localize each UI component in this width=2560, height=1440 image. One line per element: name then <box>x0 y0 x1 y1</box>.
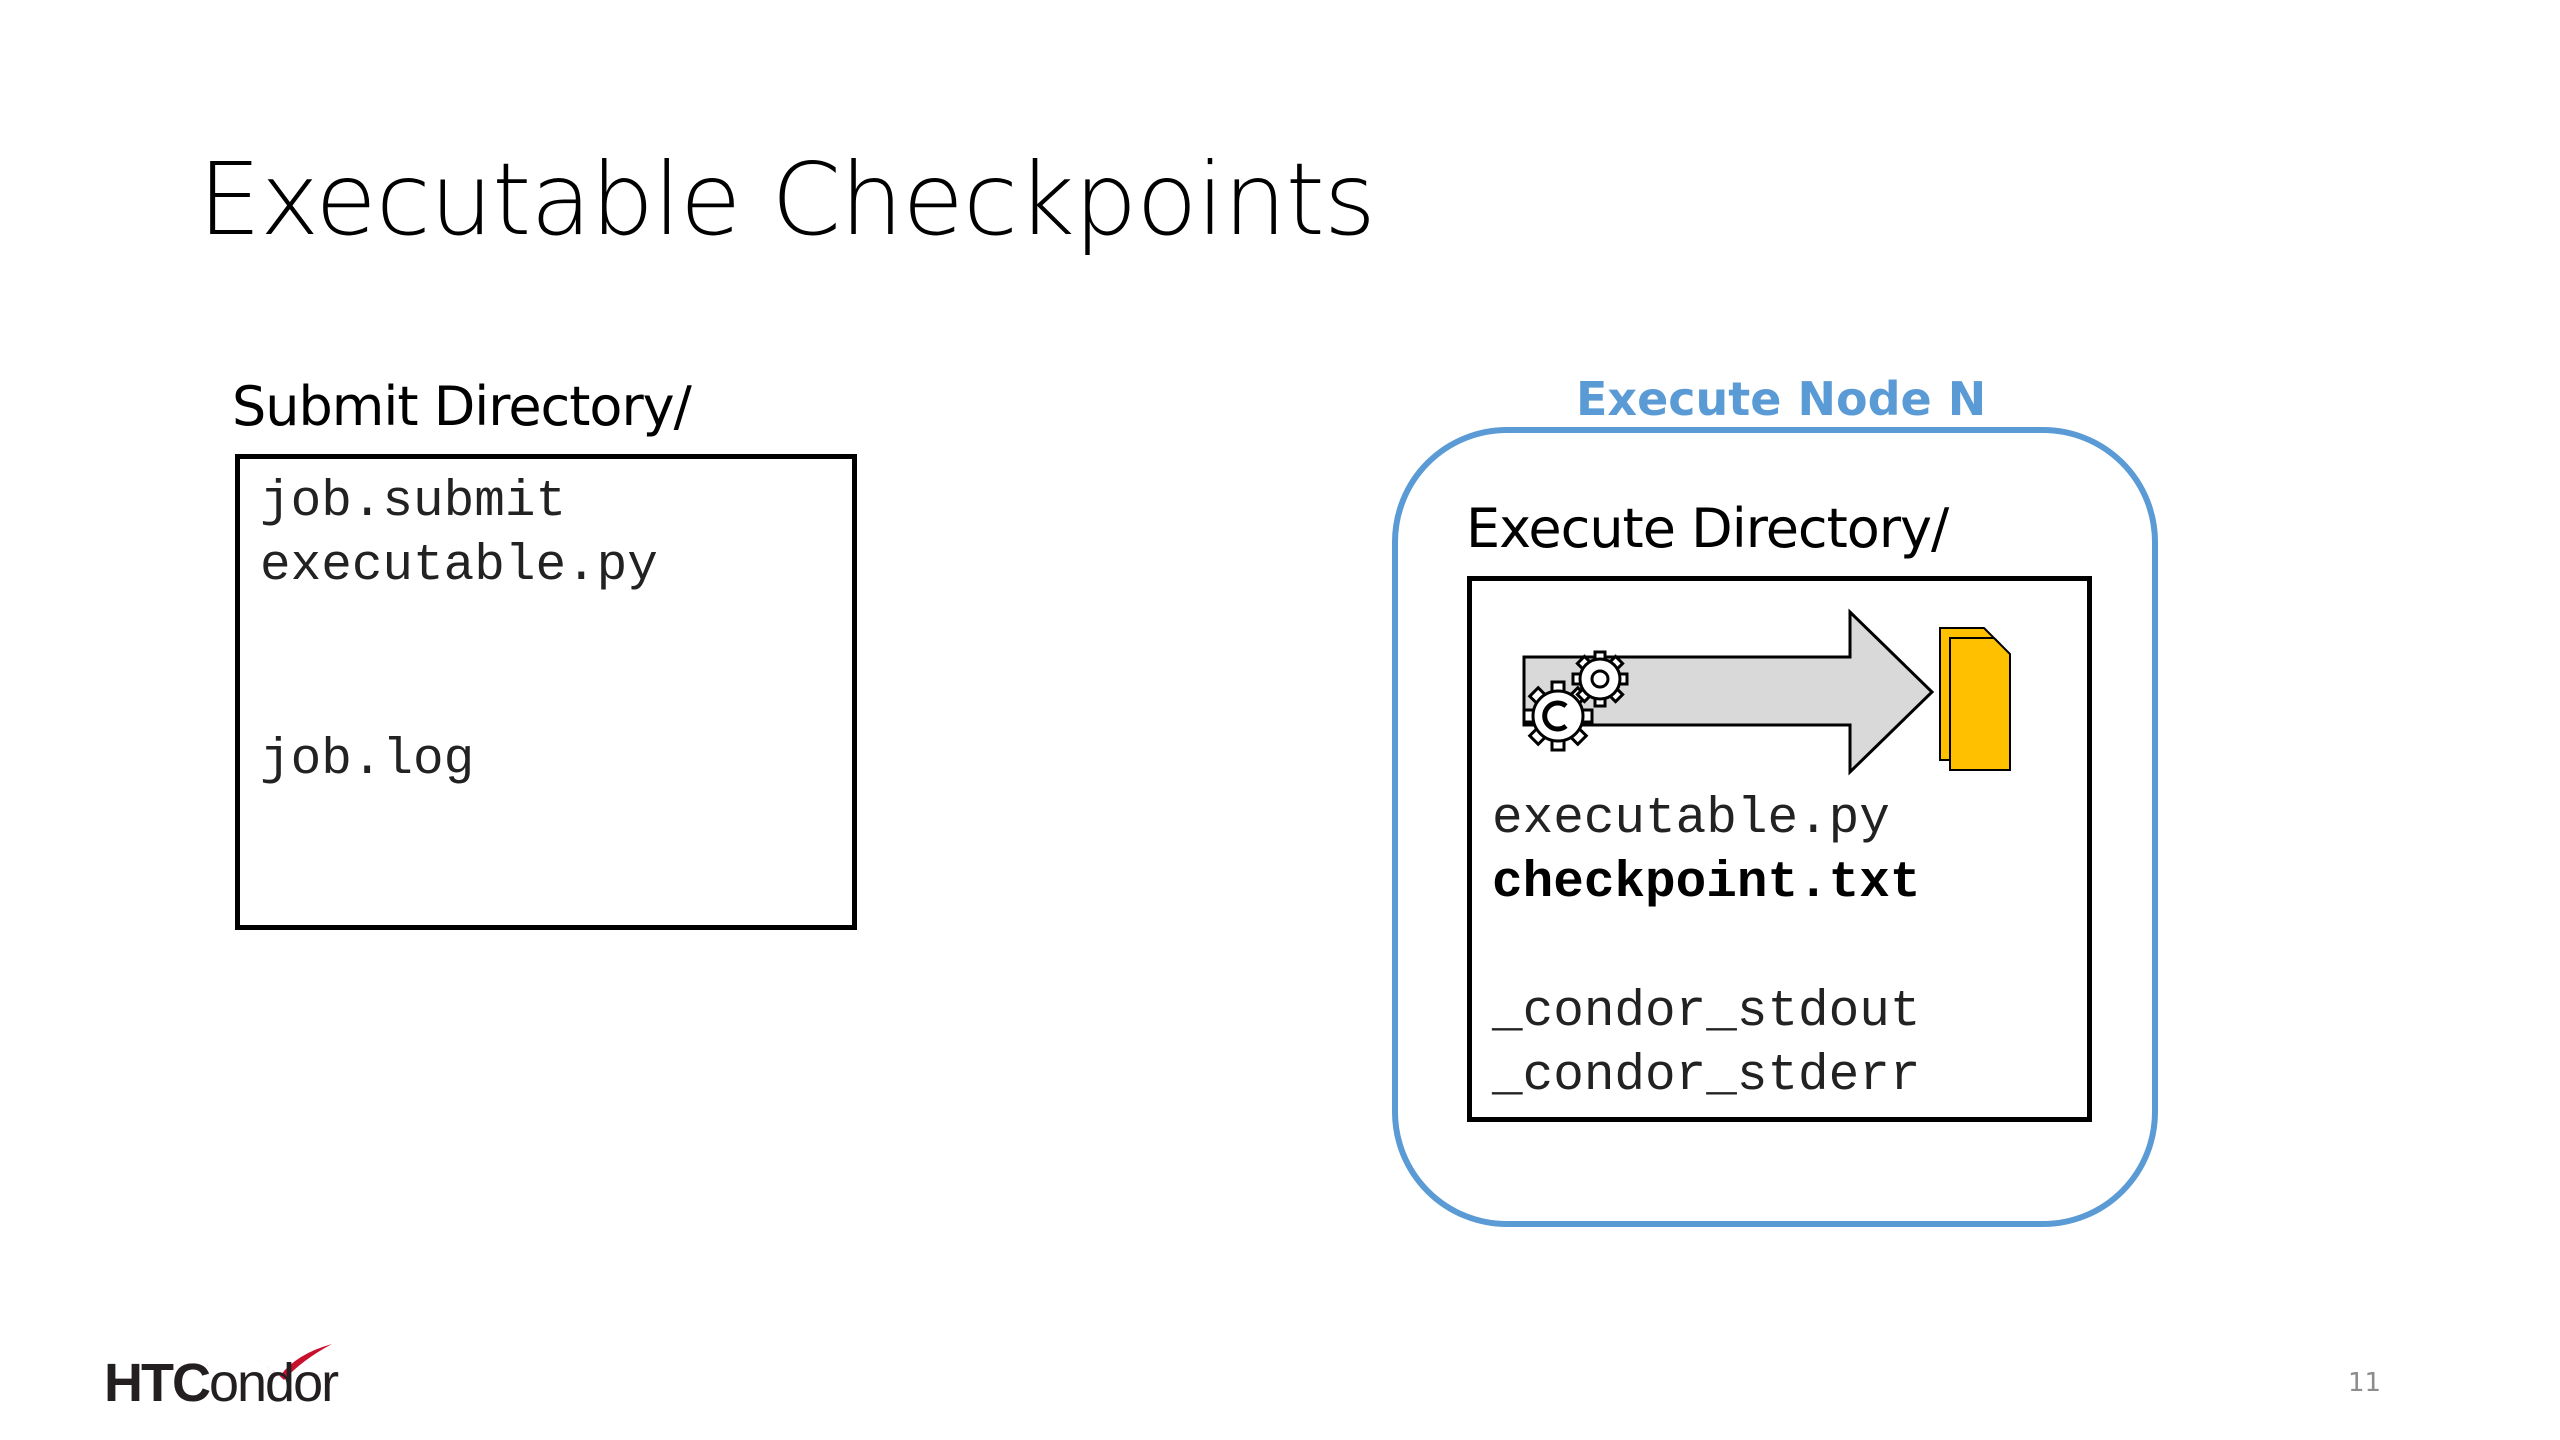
documents-icon <box>1939 627 2011 771</box>
logo-wordmark: HTCondor <box>104 1353 339 1413</box>
execute-node-title: Execute Node N <box>1576 372 1987 426</box>
gears-icon <box>1522 650 1629 752</box>
submit-file-executable: executable.py <box>260 538 658 595</box>
page-number: 11 <box>2348 1368 2382 1398</box>
logo-text-ht: HT <box>104 1353 174 1413</box>
execute-file-executable: executable.py <box>1492 791 1890 848</box>
process-flow-graphic <box>1522 608 2011 776</box>
submit-directory-box: job.submit executable.py job.log <box>235 454 857 930</box>
submit-directory-label: Submit Directory/ <box>232 375 692 438</box>
submit-file-job-log: job.log <box>260 732 475 789</box>
execute-directory-label: Execute Directory/ <box>1466 497 1949 560</box>
submit-file-job-submit: job.submit <box>260 474 567 531</box>
execute-file-condor-stdout: _condor_stdout <box>1492 984 1921 1041</box>
htcondor-logo: HTCondor <box>104 1340 339 1420</box>
logo-text-ondor: ondor <box>208 1353 339 1413</box>
logo-swoosh-icon <box>246 1344 332 1380</box>
execute-file-condor-stderr: _condor_stderr <box>1492 1048 1921 1105</box>
logo-text-c: C <box>171 1353 211 1413</box>
slide-title: Executable Checkpoints <box>198 141 1376 258</box>
execute-file-checkpoint: checkpoint.txt <box>1492 855 1921 912</box>
